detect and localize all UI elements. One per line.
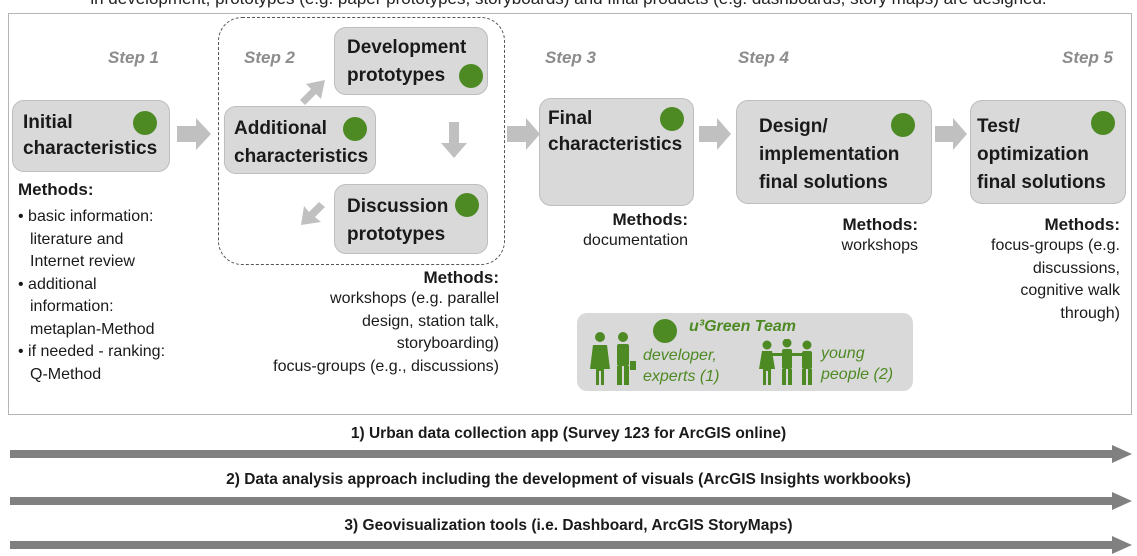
- team-legend-group-1: developer, experts (1): [643, 345, 719, 387]
- box-initial-line-1: Initial: [23, 112, 73, 133]
- box-design-implementation: Design/ implementation final solutions: [736, 100, 932, 204]
- methods-line: • if needed - ranking:: [18, 343, 166, 360]
- team-legend-group-1-line: experts (1): [643, 368, 720, 385]
- band-2-label: 2) Data analysis approach including the …: [226, 471, 911, 488]
- step-5-label: Step 5: [1062, 48, 1114, 67]
- arrow-additional-to-development: [300, 80, 325, 105]
- methods-step-2: Methods: workshops (e.g. parallel design…: [240, 268, 499, 378]
- adults-icon: [590, 332, 636, 385]
- team-legend-group-2: young people (2): [821, 343, 893, 385]
- band-3-label: 3) Geovisualization tools (i.e. Dashboar…: [344, 517, 793, 534]
- green-dot-icon: [653, 319, 677, 343]
- methods-list-step-1: • basic information: literature and Inte…: [18, 206, 165, 386]
- box-additional-line-1: Additional: [234, 118, 327, 139]
- green-dot-icon: [133, 111, 157, 135]
- step-4-label: Step 4: [738, 48, 790, 67]
- step-1-label: Step 1: [108, 48, 160, 67]
- box-discussion-line-2: prototypes: [347, 224, 446, 245]
- methods-line: literature and: [30, 230, 124, 248]
- diagram-frame: [8, 13, 1132, 415]
- band-1-arrow: [10, 445, 1132, 463]
- box-discussion-prototypes: Discussion prototypes: [334, 184, 488, 254]
- methods-title-step-2: Methods:: [423, 268, 499, 287]
- green-dot-icon: [343, 117, 367, 141]
- team-legend-group-1-line: developer,: [643, 347, 717, 364]
- methods-line: cognitive walk: [1020, 282, 1120, 299]
- methods-line: Q-Method: [30, 365, 102, 383]
- methods-line: documentation: [583, 232, 688, 249]
- box-development-line-2: prototypes: [347, 65, 446, 86]
- methods-step-5: Methods: focus-groups (e.g. discussions,…: [950, 215, 1120, 325]
- box-initial-line-2: characteristics: [23, 138, 158, 159]
- team-legend-group-2-line: young: [821, 345, 865, 362]
- box-final-characteristics: Final characteristics: [539, 98, 694, 206]
- methods-line: workshops (e.g. parallel: [330, 290, 499, 307]
- arrow-3-to-4: [699, 118, 731, 150]
- methods-line: metaplan-Method: [30, 320, 155, 338]
- methods-line: Internet review: [30, 253, 135, 270]
- box-test-optimization: Test/ optimization final solutions: [970, 100, 1126, 204]
- box-final-line-1: Final: [548, 108, 593, 129]
- methods-line: storyboarding): [396, 335, 499, 352]
- box-test-line-2: optimization: [977, 144, 1089, 165]
- band-2-arrow: [10, 492, 1132, 510]
- methods-line: focus-groups (e.g.: [991, 237, 1120, 254]
- green-dot-icon: [1091, 111, 1115, 135]
- methods-line: • additional: [18, 275, 97, 293]
- green-dot-icon: [455, 193, 479, 217]
- box-development-line-1: Development: [347, 37, 467, 58]
- arrow-1-to-2: [177, 118, 211, 150]
- methods-title-step-4: Methods:: [842, 215, 918, 234]
- methods-line: information:: [30, 298, 114, 315]
- box-design-line-2: implementation: [759, 144, 900, 165]
- box-test-line-3: final solutions: [977, 172, 1106, 193]
- box-design-line-1: Design/: [759, 116, 828, 137]
- arrow-development-to-discussion: [441, 122, 467, 158]
- methods-line: through): [1060, 304, 1120, 322]
- methods-line: discussions,: [1032, 259, 1120, 277]
- box-additional-line-2: characteristics: [234, 146, 369, 167]
- box-test-line-1: Test/: [977, 116, 1020, 137]
- box-design-line-3: final solutions: [759, 172, 888, 193]
- methods-title-step-1: Methods:: [18, 180, 94, 199]
- methods-line: focus-groups (e.g., discussions): [273, 357, 499, 375]
- methods-step-3: Methods: documentation: [540, 210, 688, 253]
- methods-title-step-3: Methods:: [612, 210, 688, 229]
- box-discussion-line-1: Discussion: [347, 196, 449, 217]
- step-2-group: [218, 17, 505, 265]
- arrow-4-to-5: [935, 118, 967, 150]
- green-dot-icon: [660, 107, 684, 131]
- arrow-2-to-3: [507, 118, 540, 150]
- box-final-line-2: characteristics: [548, 134, 683, 155]
- band-1-label: 1) Urban data collection app (Survey 123…: [350, 425, 787, 442]
- methods-line: • basic information:: [18, 208, 154, 225]
- team-legend-title: u³Green Team: [689, 318, 796, 335]
- methods-line: workshops: [841, 237, 918, 254]
- band-3-arrow: [10, 536, 1132, 554]
- team-legend: u³Green Team developer, experts (1): [577, 313, 913, 391]
- step-3-label: Step 3: [545, 48, 597, 67]
- young-people-icon: [759, 339, 812, 385]
- methods-step-4: Methods: workshops: [760, 215, 918, 258]
- methods-line: design, station talk,: [362, 312, 499, 330]
- top-caption: in development, prototypes (e.g. paper p…: [0, 0, 1137, 9]
- process-arrows: [177, 80, 967, 225]
- box-development-prototypes: Development prototypes: [334, 27, 488, 95]
- step-2-label: Step 2: [244, 48, 296, 67]
- team-legend-group-2-line: people (2): [821, 366, 894, 383]
- box-additional-characteristics: Additional characteristics: [224, 106, 376, 174]
- methods-title-step-5: Methods:: [1044, 215, 1120, 234]
- arrow-discussion-to-additional: [301, 202, 325, 225]
- green-dot-icon: [891, 113, 915, 137]
- box-initial-characteristics: Initial characteristics: [12, 100, 170, 172]
- green-dot-icon: [459, 64, 483, 88]
